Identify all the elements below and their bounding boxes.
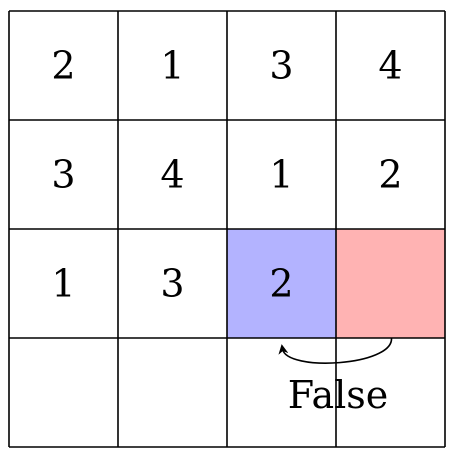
cell-value: 4 <box>160 153 184 197</box>
cell-value: 2 <box>378 153 402 197</box>
grid-cell-r2-c3 <box>336 229 445 338</box>
cell-background <box>227 11 336 120</box>
cell-value: 2 <box>51 44 75 88</box>
cell-value: 4 <box>378 44 402 88</box>
cell-value: 3 <box>269 44 293 88</box>
grid-cell-r2-c1: 3 <box>118 229 227 338</box>
grid-cell-r2-c0: 1 <box>9 229 118 338</box>
cell-background <box>9 11 118 120</box>
grid-cell-r0-c1: 1 <box>118 11 227 120</box>
cell-background <box>118 229 227 338</box>
grid-cell-r3-c1 <box>118 338 227 447</box>
grid-lines <box>8 10 446 448</box>
cell-background <box>9 229 118 338</box>
cell-background <box>227 338 336 447</box>
cell-background <box>118 338 227 447</box>
arrow-curve <box>278 337 393 364</box>
grid-cell-r1-c1: 4 <box>118 120 227 229</box>
cell-value: 1 <box>160 44 184 88</box>
grid-cell-r0-c2: 3 <box>227 11 336 120</box>
cell-value: 1 <box>269 153 293 197</box>
cell-background <box>336 338 445 447</box>
grid-cell-r1-c3: 2 <box>336 120 445 229</box>
grid-cell-r0-c0: 2 <box>9 11 118 120</box>
grid-cell-r3-c0 <box>9 338 118 447</box>
cells-layer: 2 1 3 4 3 4 1 2 1 3 2 <box>9 11 445 447</box>
grid-cell-r3-c2 <box>227 338 336 447</box>
grid-cell-r1-c2: 1 <box>227 120 336 229</box>
cell-background <box>9 120 118 229</box>
current-cell-fill <box>336 229 445 338</box>
cell-value: 3 <box>160 262 184 306</box>
cell-background <box>9 338 118 447</box>
arrow-label: False <box>288 373 389 417</box>
cell-background <box>336 120 445 229</box>
cell-background <box>336 11 445 120</box>
cell-value: 3 <box>51 153 75 197</box>
cell-value: 1 <box>51 262 75 306</box>
cell-background <box>118 11 227 120</box>
comparison-arrow: False <box>278 337 393 417</box>
grid-cell-r3-c3 <box>336 338 445 447</box>
compared-cell-fill <box>227 229 336 338</box>
cell-background <box>118 120 227 229</box>
grid-cell-r1-c0: 3 <box>9 120 118 229</box>
grid-cell-r0-c3: 4 <box>336 11 445 120</box>
cell-background <box>227 120 336 229</box>
grid-cell-r2-c2: 2 <box>227 229 336 338</box>
cell-value: 2 <box>269 262 293 306</box>
